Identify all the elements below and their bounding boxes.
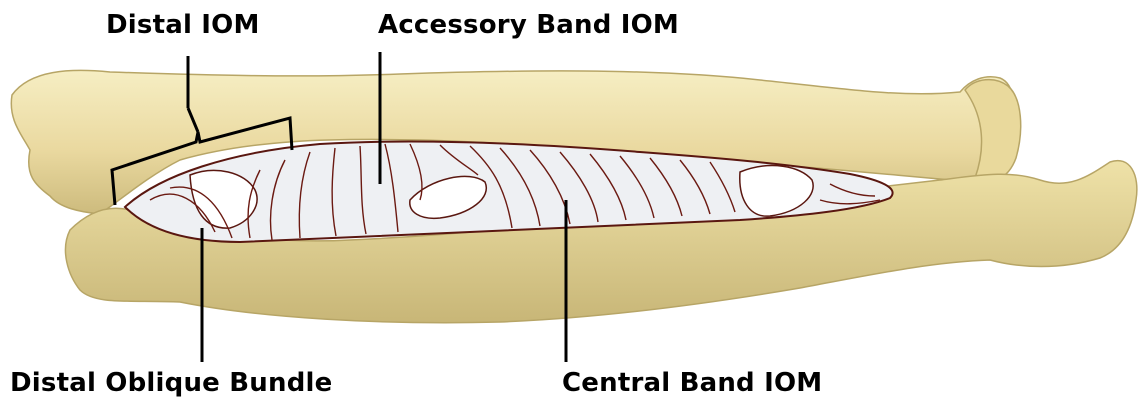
label-central-band-iom: Central Band IOM: [562, 368, 822, 398]
label-distal-oblique-bundle: Distal Oblique Bundle: [10, 368, 332, 398]
label-accessory-band-iom: Accessory Band IOM: [378, 10, 679, 40]
label-distal-iom: Distal IOM: [106, 10, 260, 40]
